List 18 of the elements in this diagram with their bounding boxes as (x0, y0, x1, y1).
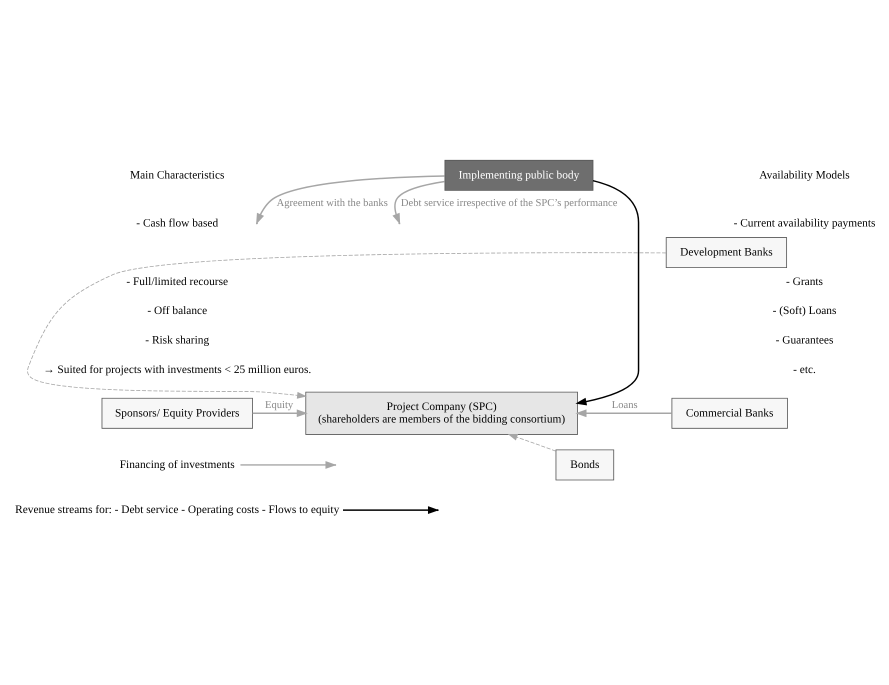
edge-label: Loans (612, 400, 638, 411)
label: - (Soft) Loans (772, 305, 836, 318)
label: - Off balance (147, 305, 208, 318)
label: - etc. (793, 364, 816, 376)
label: - Current availability payments (734, 217, 876, 230)
label: Main Characteristics (130, 169, 224, 182)
edge-label: Equity (265, 400, 294, 411)
label: Availability Models (759, 169, 850, 182)
label: - Full/limited recourse (126, 276, 228, 288)
label: - Guarantees (776, 334, 834, 346)
edge-label: Debt service irrespective of the SPC’s performance (400, 198, 618, 210)
edge-label: Agreement with the banks (276, 198, 388, 210)
legend-label: Revenue streams for: - Debt service - Operating costs - Flows to equity (15, 504, 340, 516)
label: - Grants (786, 276, 823, 288)
label: - Cash flow based (136, 217, 218, 230)
label: - Risk sharing (145, 334, 210, 346)
label: → Suited for projects with investments < 25 million euros. (43, 364, 312, 376)
legend-label: Financing of investments (120, 458, 235, 471)
